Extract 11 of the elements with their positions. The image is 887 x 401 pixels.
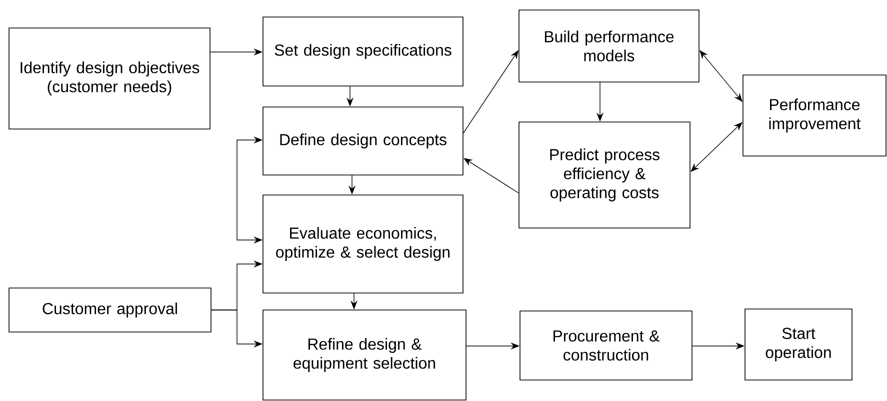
process-box: Start operation [744,308,852,380]
process-box: Identify design objectives (customer needs) [8,28,210,130]
process-box: Define design concepts [262,106,464,176]
process-box: Evaluate economics, optimize & select design [262,194,464,294]
process-box: Set design specifications [262,16,464,86]
process-box: Refine design & equipment selection [262,310,466,400]
process-box: Predict process efficiency & operating costs [518,122,690,228]
process-box: Build performance models [518,10,700,82]
process-box: Performance improvement [742,74,886,156]
process-box: Customer approval [8,288,212,332]
process-box: Procurement & construction [520,310,692,380]
